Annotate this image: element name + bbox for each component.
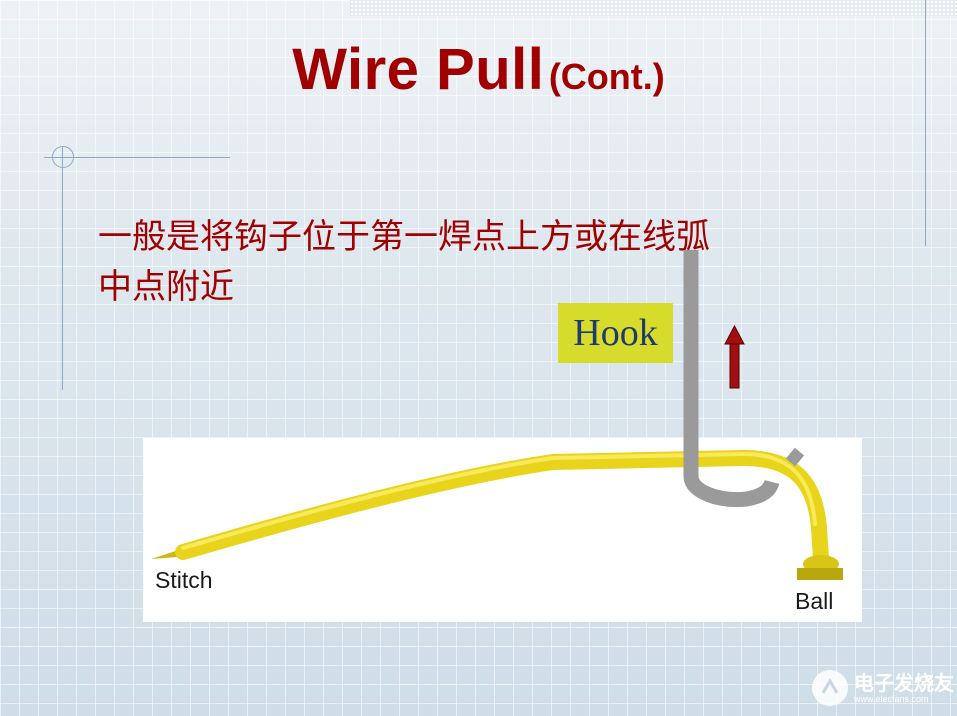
decorative-horizontal-line [44,157,230,158]
title-main: Wire Pull [292,37,545,102]
ball-pad [797,568,843,580]
body-line-1: 一般是将钩子位于第一焊点上方或在线弧 [98,217,710,257]
brand-logo-icon [812,670,848,706]
hook-icon [683,250,780,508]
decorative-circle [52,146,74,168]
stitch-label: Stitch [155,567,213,593]
top-dotted-strip [350,0,957,16]
watermark: 电子发烧友 www.elecfans.com [812,668,954,708]
wire-illustration [151,447,843,580]
right-decorative-line [925,0,926,246]
title-sub: (Cont.) [548,56,665,97]
ball-label: Ball [795,588,834,614]
watermark-brand: 电子发烧友 [854,670,954,695]
wire-bond-figure [143,438,862,622]
decorative-vertical-line [62,146,63,390]
hook-label: Hook [558,303,673,363]
watermark-url: www.elecfans.com [854,693,929,704]
hook-shape [683,250,780,508]
pull-arrow-icon [724,324,745,389]
body-text: 一般是将钩子位于第一焊点上方或在线弧 中点附近 [98,212,878,312]
slide-title: Wire Pull (Cont.) [0,36,957,103]
body-line-2: 中点附近 [98,267,234,307]
